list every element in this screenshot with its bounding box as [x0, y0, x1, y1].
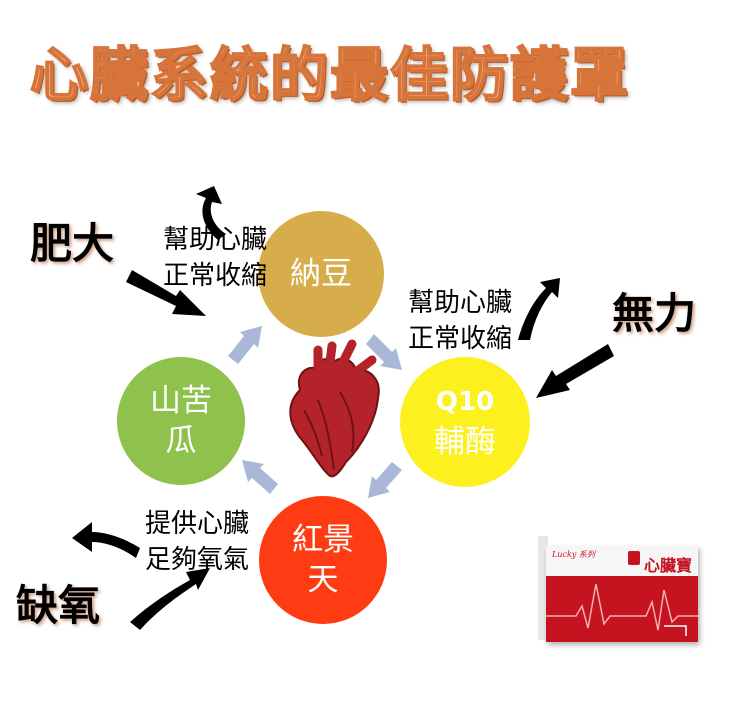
- product-label-band: Lucky 系列 心臟寶: [546, 546, 698, 576]
- node-rhodiola-line2: 天: [307, 562, 339, 598]
- product-box-side: [538, 536, 548, 640]
- node-rhodiola: 紅景 天: [259, 496, 387, 624]
- node-bitter-melon-line2: 瓜: [165, 423, 197, 459]
- annotation-top-left: 幫助心臟 正常收縮: [163, 222, 267, 294]
- annotation-right-line1: 幫助心臟: [408, 288, 513, 318]
- node-bitter-melon: 山苦 瓜: [117, 357, 245, 485]
- annotation-bottom-left-line1: 提供心臟: [145, 509, 250, 539]
- problem-hypertrophy: 肥大: [30, 219, 115, 268]
- node-natto-label: 納豆: [290, 256, 352, 292]
- annotation-bottom-left: 提供心臟 足夠氧氣: [145, 506, 249, 578]
- product-brand: Lucky 系列: [552, 550, 595, 559]
- arrow-weakness-out: [518, 278, 560, 340]
- product-logo-icon: [628, 551, 640, 565]
- cycle-arrow-bottom-to-left: [242, 460, 278, 494]
- annotation-right: 幫助心臟 正常收縮: [408, 285, 512, 357]
- product-box-front: Lucky 系列 心臟寶: [546, 546, 698, 642]
- heart-icon: [289, 339, 380, 478]
- node-natto: 納豆: [258, 211, 384, 337]
- arrow-weakness-in: [536, 344, 614, 398]
- node-q10-line1: Q10: [435, 387, 495, 417]
- page-title: 心臟系統的最佳防護罩: [29, 40, 631, 110]
- ecg-line-icon: [546, 583, 698, 636]
- annotation-top-left-line2: 正常收縮: [163, 261, 268, 291]
- arrow-hypertrophy-in: [126, 270, 206, 316]
- arrow-hypoxia-in: [130, 568, 210, 630]
- annotation-right-line2: 正常收縮: [408, 324, 513, 354]
- problem-weakness: 無力: [612, 289, 697, 338]
- node-rhodiola-line1: 紅景: [292, 522, 354, 558]
- cycle-arrow-left-to-top: [228, 326, 262, 364]
- cycle-arrow-top-to-right: [366, 334, 402, 370]
- product-box: Lucky 系列 心臟寶: [538, 530, 708, 648]
- node-bitter-melon-line1: 山苦: [150, 383, 212, 419]
- arrow-hypoxia-out: [72, 522, 140, 558]
- annotation-top-left-line1: 幫助心臟: [163, 225, 268, 255]
- arrow-hypertrophy-out: [196, 186, 226, 240]
- problem-hypoxia: 缺氧: [16, 581, 101, 630]
- annotation-bottom-left-line2: 足夠氧氣: [145, 545, 250, 575]
- cycle-arrow-right-to-bottom: [368, 462, 402, 498]
- product-name: 心臟寶: [644, 556, 693, 575]
- node-q10-line2: 輔酶: [434, 424, 496, 460]
- node-q10: Q10 輔酶: [400, 357, 530, 487]
